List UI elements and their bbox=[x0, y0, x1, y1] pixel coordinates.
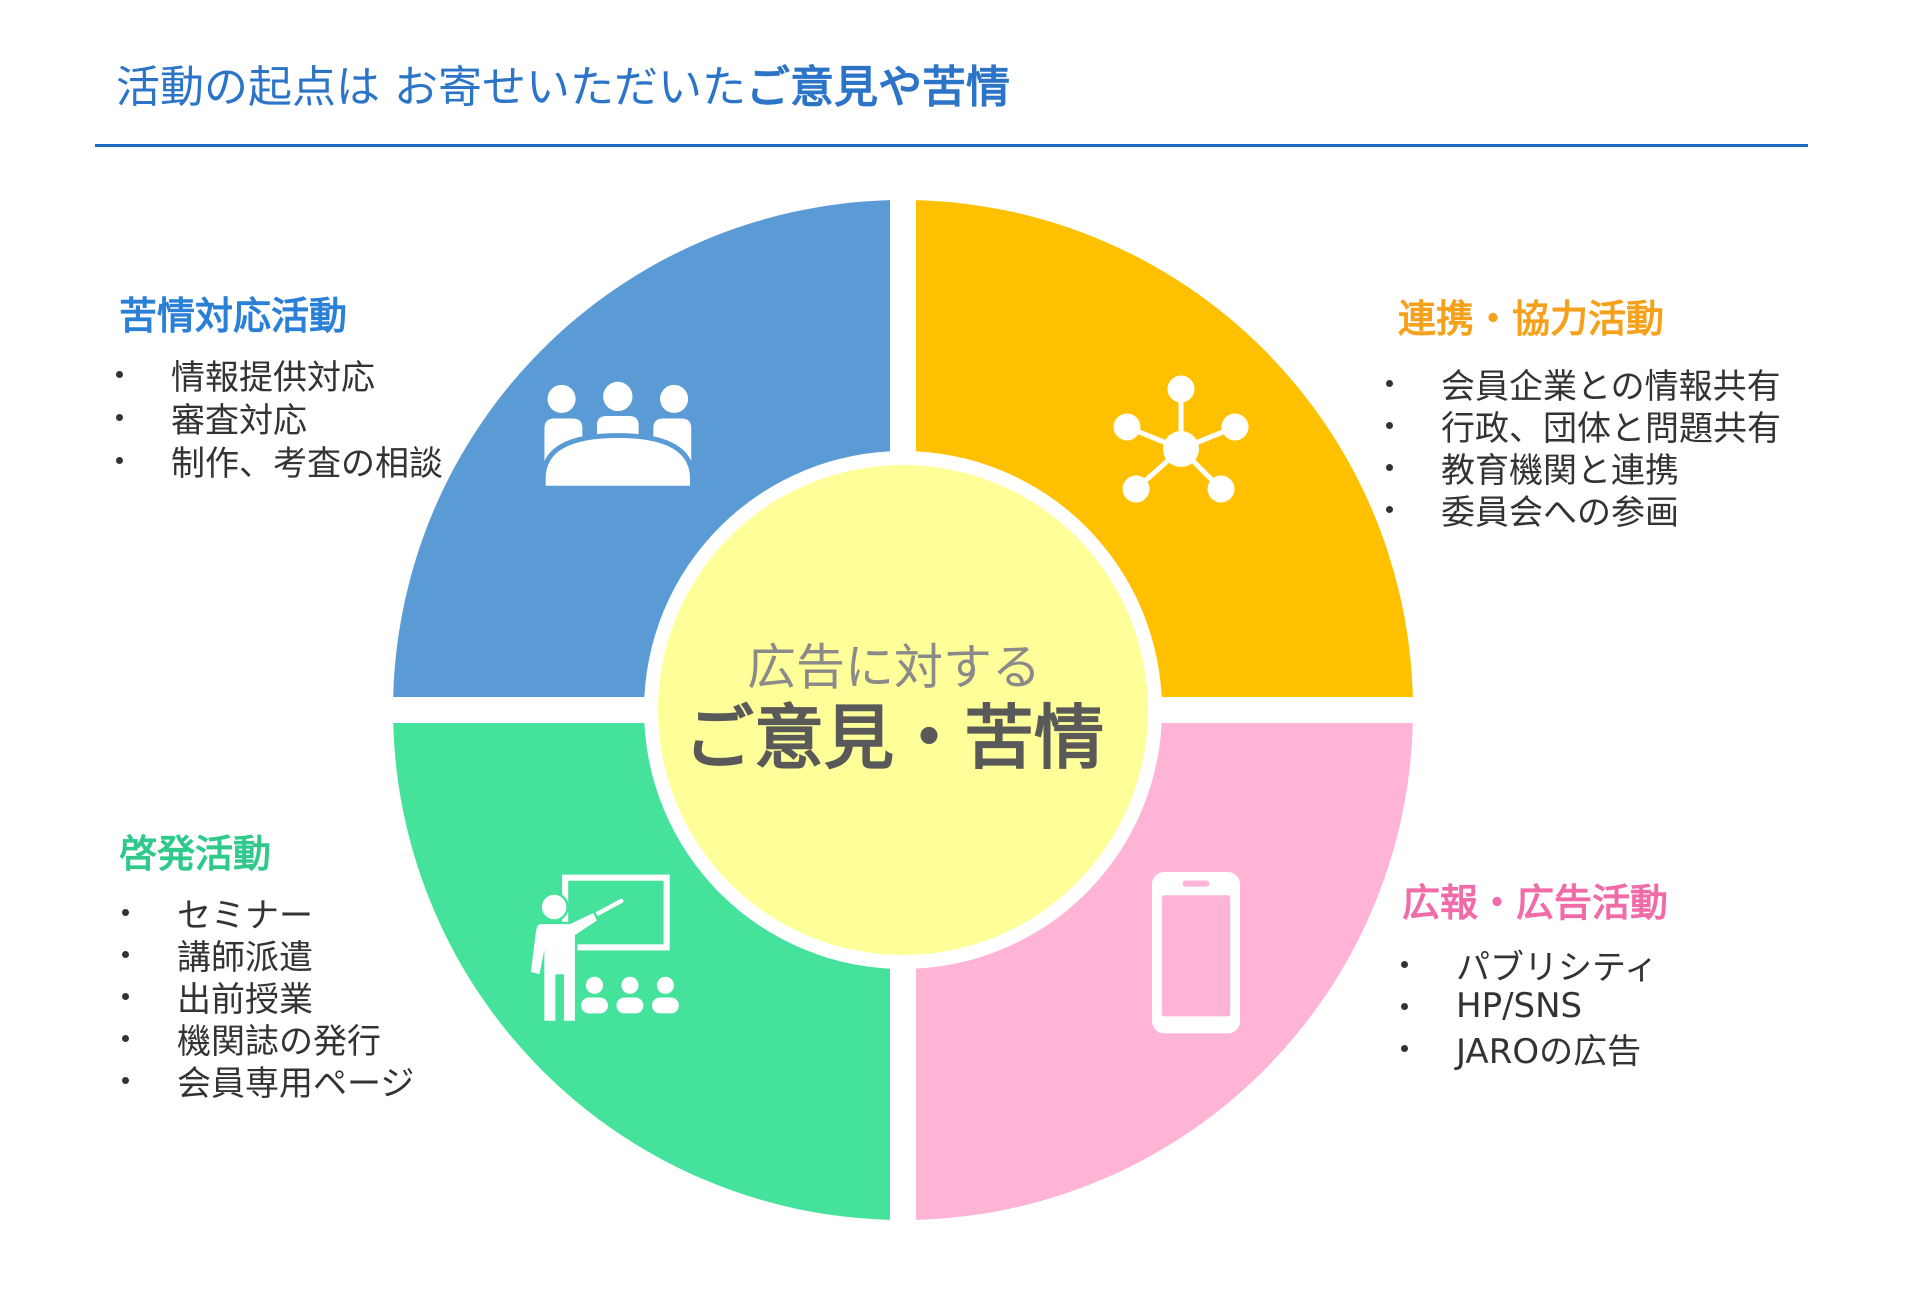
teacher-body bbox=[528, 909, 601, 1024]
list-item-label: 委員会への参画 bbox=[1441, 492, 1679, 533]
person-head bbox=[603, 381, 633, 412]
center-caption: 広告に対する bbox=[746, 639, 1041, 696]
activity-list: 会員企業との情報共有 行政、団体と問題共有 教育機関と連携 委員会への参画 bbox=[1386, 362, 1781, 533]
list-item: 制作、考査の相談 bbox=[116, 439, 443, 484]
list-item: セミナー bbox=[122, 891, 414, 936]
bullet-dot bbox=[122, 992, 129, 1000]
bullet-dot bbox=[1386, 505, 1393, 513]
hub-node bbox=[1207, 475, 1235, 503]
bullet-dot bbox=[122, 1034, 129, 1042]
bullet-dot bbox=[122, 1076, 129, 1084]
hub-node bbox=[1122, 475, 1150, 503]
hub-node bbox=[1113, 413, 1141, 441]
person-head bbox=[660, 384, 689, 413]
page-title-emphasis: ご意見や苦情 bbox=[746, 62, 1010, 113]
bullet-dot bbox=[1386, 421, 1393, 429]
center-title: ご意見・苦情 bbox=[684, 697, 1104, 779]
bullet-dot bbox=[122, 950, 129, 958]
list-item: 委員会への参画 bbox=[1386, 488, 1781, 533]
bullet-dot bbox=[1386, 463, 1393, 471]
list-item-label: 会員専用ページ bbox=[177, 1063, 415, 1104]
list-item-label: JAROの広告 bbox=[1456, 1031, 1642, 1072]
list-item-label: 講師派遣 bbox=[177, 937, 313, 978]
list-item: HP/SNS bbox=[1401, 985, 1658, 1027]
list-item: 講師派遣 bbox=[122, 933, 414, 978]
teacher-presentation-icon bbox=[528, 874, 679, 1024]
bullet-dot bbox=[1401, 1002, 1408, 1010]
title-underline bbox=[95, 144, 1808, 147]
bullet-dot bbox=[1386, 379, 1393, 387]
student-head bbox=[585, 976, 604, 994]
list-item-label: 審査対応 bbox=[171, 401, 307, 441]
list-item-label: 教育機関と連携 bbox=[1441, 450, 1679, 491]
smartphone-icon bbox=[1152, 872, 1241, 1034]
list-item-label: 制作、考査の相談 bbox=[171, 444, 443, 484]
list-item-label: 情報提供対応 bbox=[171, 358, 375, 398]
quadrant-heading: 連携・協力活動 bbox=[1398, 297, 1665, 341]
list-item: 会員企業との情報共有 bbox=[1386, 362, 1781, 407]
list-item: 審査対応 bbox=[116, 396, 443, 441]
list-item-label: セミナー bbox=[177, 895, 313, 936]
list-item-label: 行政、団体と問題共有 bbox=[1441, 408, 1781, 449]
network-hub-icon bbox=[1113, 375, 1249, 503]
list-item: 機関誌の発行 bbox=[122, 1017, 414, 1062]
page-title: 活動の起点は お寄せいただいたご意見や苦情 bbox=[116, 60, 1010, 116]
teacher-head bbox=[539, 892, 569, 922]
list-item: 会員専用ページ bbox=[122, 1059, 414, 1104]
list-item: パブリシティ bbox=[1401, 943, 1658, 988]
activity-list: パブリシティ HP/SNS JAROの広告 bbox=[1401, 943, 1658, 1072]
bullet-dot bbox=[116, 371, 123, 378]
hub-node bbox=[1167, 375, 1195, 403]
meeting-group-icon bbox=[540, 381, 695, 491]
phone-screen bbox=[1161, 895, 1231, 1017]
list-item: JAROの広告 bbox=[1401, 1027, 1658, 1072]
student-body bbox=[616, 997, 644, 1014]
meeting-table bbox=[540, 433, 695, 491]
quadrant-heading: 苦情対応活動 bbox=[119, 294, 348, 338]
list-item-label: 会員企業との情報共有 bbox=[1441, 366, 1781, 407]
bullet-dot bbox=[1401, 960, 1408, 968]
phone-speaker bbox=[1182, 880, 1210, 887]
list-item: 出前授業 bbox=[122, 975, 414, 1020]
list-item: 行政、団体と問題共有 bbox=[1386, 404, 1781, 449]
hub-node bbox=[1221, 413, 1249, 441]
list-item: 情報提供対応 bbox=[116, 353, 443, 398]
student-body bbox=[651, 997, 679, 1014]
student-body bbox=[581, 997, 608, 1014]
activity-list: セミナー 講師派遣 出前授業 機関誌の発行 会員専用ページ bbox=[122, 891, 414, 1104]
list-item: 教育機関と連携 bbox=[1386, 446, 1781, 491]
list-item-label: HP/SNS bbox=[1456, 986, 1583, 1026]
student-head bbox=[656, 976, 674, 994]
list-item-label: 出前授業 bbox=[177, 979, 313, 1020]
activity-list: 情報提供対応 審査対応 制作、考査の相談 bbox=[116, 353, 443, 484]
bullet-dot bbox=[116, 414, 123, 421]
hub-center-node bbox=[1163, 431, 1199, 467]
list-item-label: パブリシティ bbox=[1456, 947, 1658, 988]
person-head bbox=[547, 384, 576, 413]
student-head bbox=[621, 976, 639, 994]
center-circle bbox=[658, 465, 1148, 955]
bullet-dot bbox=[122, 908, 129, 916]
quadrant-heading: 広報・広告活動 bbox=[1402, 881, 1669, 925]
list-item-label: 機関誌の発行 bbox=[177, 1021, 381, 1062]
bullet-dot bbox=[1401, 1044, 1408, 1052]
quadrant-heading: 啓発活動 bbox=[119, 832, 272, 876]
page-title-regular: 活動の起点は お寄せいただいた bbox=[116, 62, 746, 113]
bullet-dot bbox=[116, 457, 123, 464]
